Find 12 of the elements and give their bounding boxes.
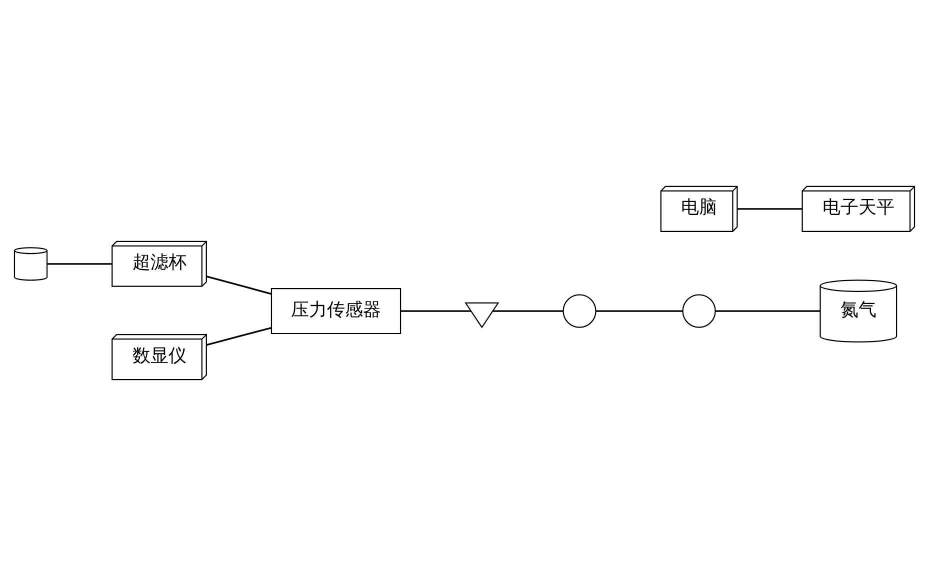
connector: [206, 326, 272, 346]
node-valve: [464, 302, 500, 328]
connector: [715, 310, 820, 312]
connector: [492, 310, 564, 312]
connector: [596, 310, 683, 312]
node-circle: [562, 294, 596, 328]
node-box: 压力传感器: [270, 288, 402, 334]
connector: [400, 310, 471, 312]
node-circle: [682, 294, 716, 328]
connector: [47, 262, 112, 264]
connector: [737, 208, 802, 210]
connector: [206, 275, 272, 294]
